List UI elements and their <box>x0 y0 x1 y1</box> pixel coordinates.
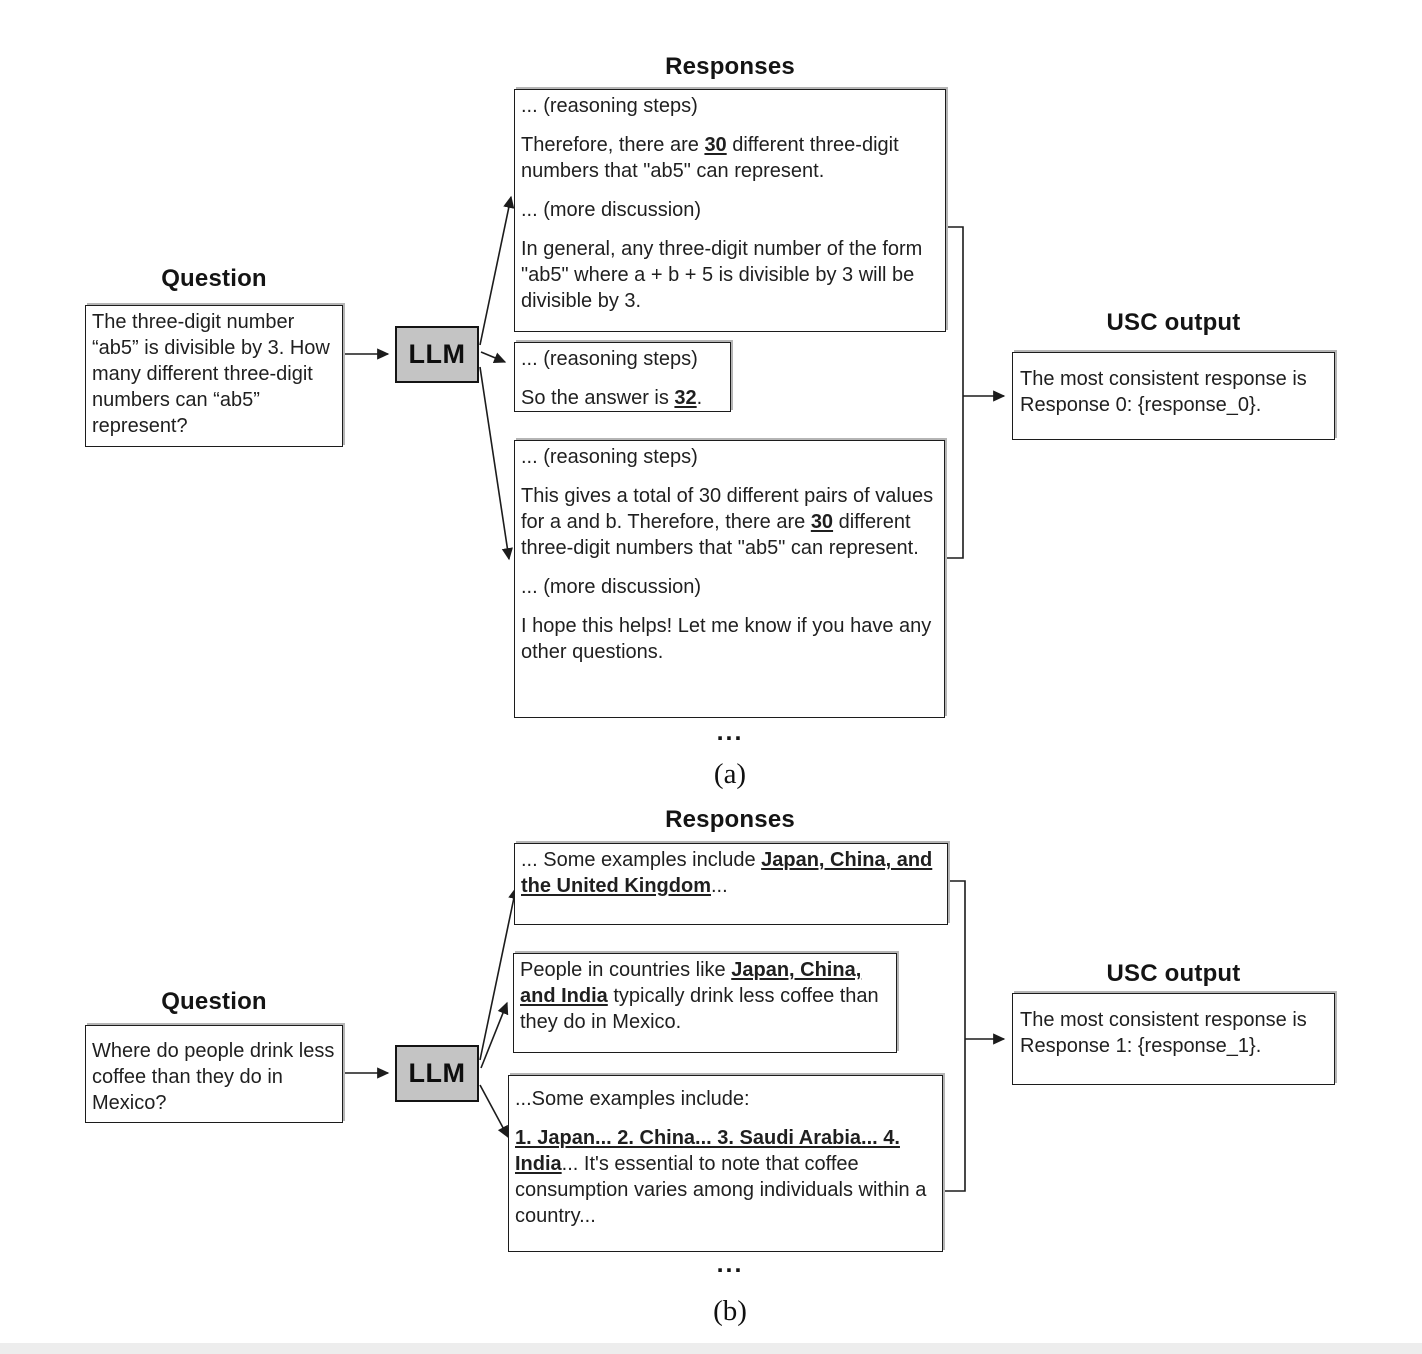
response-box-2-a: ... (reasoning steps) So the answer is 32… <box>514 342 731 412</box>
response-paragraph: ...Some examples include: <box>515 1088 750 1110</box>
response-box-2-b: People in countries like Japan, China, a… <box>513 953 897 1053</box>
response-paragraph: ... (reasoning steps) <box>521 446 698 468</box>
response-paragraph: ... (more discussion) <box>521 576 702 598</box>
question-title-a: Question <box>161 265 267 292</box>
response-paragraph: In general, any three-digit number of th… <box>521 238 923 312</box>
usc-output-box-b: The most consistent response is Response… <box>1012 993 1335 1085</box>
llm-box-a: LLM <box>395 326 479 383</box>
panel-caption-a: (a) <box>713 758 747 790</box>
response-box-1-b: ... Some examples include Japan, China, … <box>514 843 948 925</box>
more-responses-ellipsis-b: ... <box>716 1250 744 1278</box>
response-paragraph: ... (more discussion) <box>521 199 702 221</box>
responses-title-a: Responses <box>665 53 795 80</box>
response-paragraph: 1. Japan... 2. China... 3. Saudi Arabia.… <box>515 1127 927 1227</box>
usc-title-a: USC output <box>1106 309 1241 336</box>
response-box-3-b: ...Some examples include: 1. Japan... 2. … <box>508 1075 943 1252</box>
arrow-llm-to-response3-b <box>479 1084 509 1139</box>
response-paragraph: ... (reasoning steps) <box>521 95 698 117</box>
usc-output-box-a: The most consistent response is Response… <box>1012 352 1335 440</box>
more-responses-ellipsis-a: ... <box>716 718 744 746</box>
response-paragraph: So the answer is 32. <box>521 387 703 409</box>
response-paragraph: Therefore, there are 30 different three-… <box>521 134 899 182</box>
page-bottom-strip <box>0 1343 1422 1354</box>
arrow-llm-to-response1-a <box>479 195 515 346</box>
response-box-1-a: ... (reasoning steps) Therefore, there ar… <box>514 89 946 332</box>
panel-caption-b: (b) <box>713 1295 747 1327</box>
bracket-responses-b <box>944 880 966 1192</box>
responses-title-b: Responses <box>665 806 795 833</box>
llm-box-b: LLM <box>395 1045 479 1102</box>
response-paragraph: ... Some examples include Japan, China, … <box>521 849 933 897</box>
question-title-b: Question <box>161 988 267 1015</box>
arrow-llm-to-response1-b <box>479 886 520 1061</box>
bracket-responses-a <box>946 226 964 559</box>
usc-title-b: USC output <box>1106 960 1241 987</box>
response-box-3-a: ... (reasoning steps) This gives a total … <box>514 440 945 718</box>
arrow-llm-to-response2-b <box>480 1001 509 1069</box>
question-box-a: The three-digit number “ab5” is divisibl… <box>85 305 343 447</box>
response-paragraph: This gives a total of 30 different pairs… <box>521 485 934 559</box>
response-paragraph: I hope this helps! Let me know if you ha… <box>521 615 932 663</box>
response-paragraph: ... (reasoning steps) <box>521 348 698 370</box>
arrow-llm-to-response2-a <box>480 351 507 364</box>
question-box-b: Where do people drink less coffee than t… <box>85 1025 343 1123</box>
response-paragraph: People in countries like Japan, China, a… <box>520 959 879 1033</box>
arrow-llm-to-response3-a <box>479 366 513 561</box>
